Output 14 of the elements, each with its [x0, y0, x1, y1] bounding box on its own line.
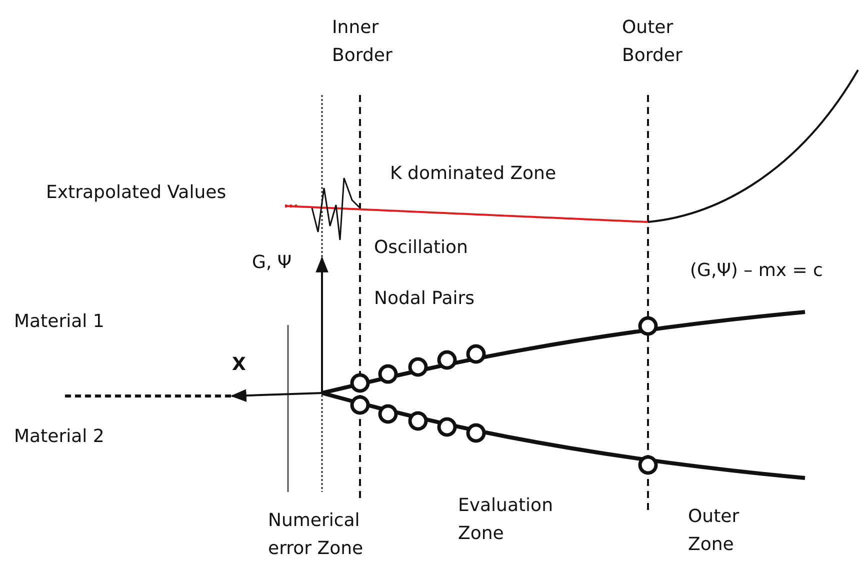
zone-label: K dominated Zone	[390, 162, 556, 186]
annotation-label: Oscillation	[374, 236, 468, 260]
material-label: Material 2	[14, 425, 104, 449]
zone-label: Numerical error Zone	[268, 509, 364, 561]
axis-label: G, Ψ	[252, 251, 292, 275]
material-label: Material 1	[14, 310, 104, 334]
equation-label: (G,Ψ) – mx = c	[690, 259, 823, 283]
zone-label: Evaluation Zone	[458, 494, 554, 546]
axis-label: X	[232, 353, 246, 377]
border-label: Outer Border	[622, 16, 684, 68]
annotation-label: Nodal Pairs	[374, 287, 475, 311]
border-label: Inner Border	[332, 16, 394, 68]
zone-label: Outer Zone	[688, 505, 740, 557]
annotation-label: Extrapolated Values	[46, 181, 226, 205]
